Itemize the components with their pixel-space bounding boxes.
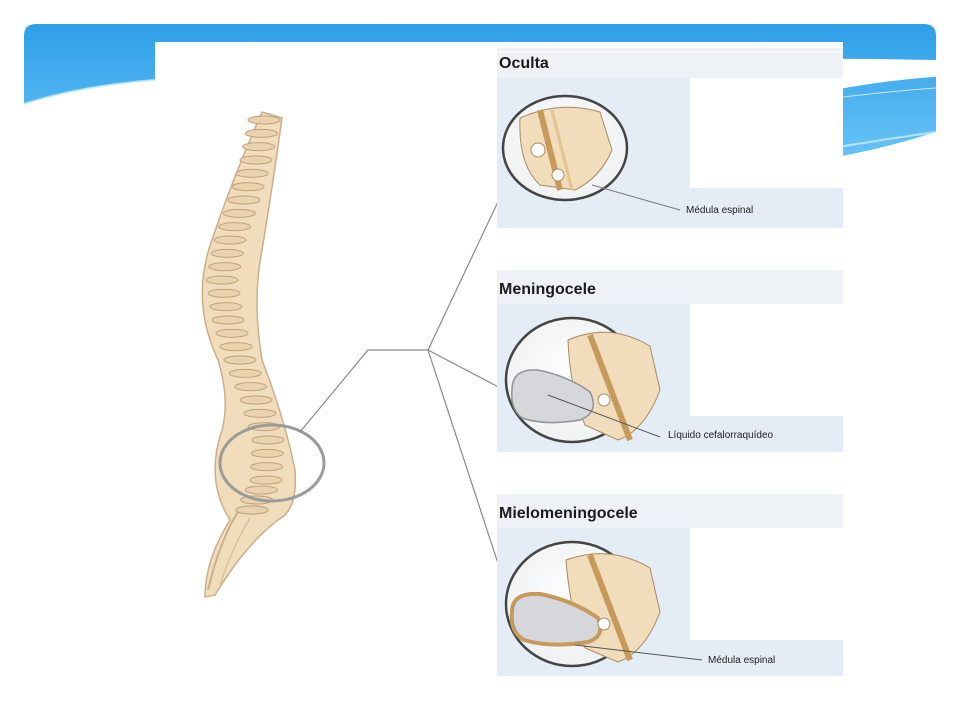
- vertebra: [235, 168, 269, 178]
- panel-title-oculta: Oculta: [499, 55, 549, 72]
- zoom-circle: [218, 423, 326, 503]
- callout-mielomeningocele: Médula espinal: [708, 655, 776, 666]
- vertebra: [244, 485, 278, 495]
- vertebra: [239, 395, 273, 405]
- vertebra: [228, 368, 262, 378]
- callout-meningocele: Líquido cefalorraquídeo: [668, 430, 774, 441]
- vertebra: [207, 288, 241, 298]
- vertebra: [250, 448, 284, 458]
- vertebra: [247, 115, 281, 125]
- vertebra: [218, 222, 252, 232]
- vertebra: [215, 328, 249, 338]
- vertebra: [223, 355, 257, 365]
- vertebra: [234, 382, 268, 392]
- vertebra: [242, 142, 276, 152]
- callout-oculta: Médula espinal: [686, 205, 754, 216]
- vertebra: [209, 302, 243, 312]
- connector-lines: [299, 171, 513, 601]
- vertebra: [244, 128, 278, 138]
- spine-illustration: [201, 111, 297, 598]
- lens-mielomeningocele: [504, 540, 703, 668]
- vertebra: [249, 475, 283, 485]
- vertebra: [211, 315, 245, 325]
- vertebra: [205, 275, 239, 285]
- panel-title-meningocele: Meningocele: [499, 281, 596, 298]
- vertebra: [222, 208, 256, 218]
- vertebra: [235, 505, 269, 515]
- vertebra: [243, 408, 277, 418]
- vertebra: [231, 182, 265, 192]
- lens-meningocele: [504, 316, 661, 444]
- lens-oculta: [501, 94, 681, 211]
- panel-title-mielomeningocele: Mielomeningocele: [499, 505, 638, 522]
- vertebra: [251, 435, 285, 445]
- vertebra: [239, 155, 273, 165]
- vertebra: [213, 235, 247, 245]
- vertebra: [210, 248, 244, 258]
- vertebra: [219, 342, 253, 352]
- vertebra: [250, 462, 284, 472]
- vertebra: [208, 262, 242, 272]
- vertebra: [227, 195, 261, 205]
